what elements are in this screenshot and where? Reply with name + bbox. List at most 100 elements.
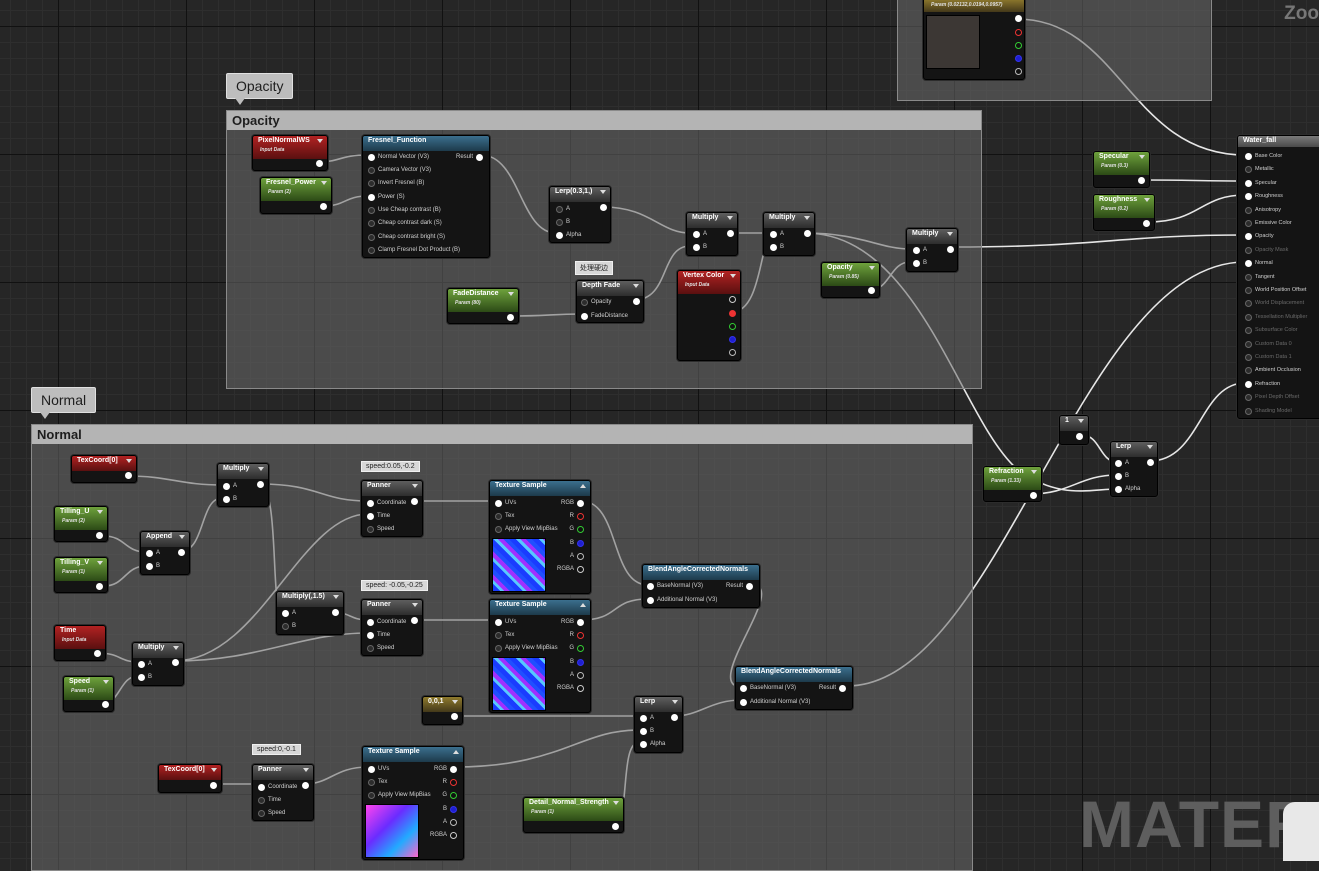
output-pin[interactable]	[96, 532, 103, 539]
blend-normals-node-2[interactable]: BlendAngleCorrectedNormals BaseNormal (V…	[735, 666, 853, 710]
chevron-down-icon[interactable]	[173, 646, 179, 650]
material-input-pin[interactable]: Subsurface Color	[1245, 327, 1298, 335]
chevron-down-icon[interactable]	[211, 768, 217, 772]
output-pin[interactable]	[947, 246, 954, 253]
fresnel-input-invert[interactable]: Invert Fresnel (B)	[367, 180, 425, 187]
fresnel-input-bright[interactable]: Cheap contrast bright (S)	[367, 234, 446, 241]
material-input-pin[interactable]: Base Color	[1244, 153, 1283, 160]
chevron-down-icon[interactable]	[303, 768, 309, 772]
panner-node-3[interactable]: Panner Coordinate Time Speed	[252, 764, 314, 821]
input-a[interactable]: A	[145, 550, 161, 557]
input-opacity[interactable]: Opacity	[580, 299, 612, 306]
depth-fade-tag[interactable]: 处理硬边	[575, 261, 613, 275]
input-speed[interactable]: Speed	[366, 645, 395, 652]
input-coordinate[interactable]: Coordinate	[257, 784, 298, 791]
output-pin-b[interactable]	[1015, 55, 1022, 62]
material-input-pin[interactable]: Refraction	[1244, 380, 1281, 388]
material-input-pin[interactable]: Opacity	[1245, 233, 1274, 241]
output-pin[interactable]	[868, 287, 875, 294]
input-a[interactable]: A	[222, 483, 238, 490]
output-r[interactable]: R	[442, 779, 459, 786]
output-pin[interactable]	[411, 617, 418, 624]
output-pin[interactable]	[332, 609, 339, 616]
output-pin[interactable]	[729, 296, 736, 303]
lerp-refraction-node[interactable]: Lerp A B Alpha	[1110, 441, 1158, 497]
output-g[interactable]: G	[569, 526, 584, 533]
input-fade-distance[interactable]: FadeDistance	[580, 313, 629, 320]
texcoord-node-1[interactable]: TexCoord[0]	[71, 455, 137, 483]
panner-node-2[interactable]: Panner Coordinate Time Speed	[361, 599, 423, 656]
chevron-down-icon[interactable]	[126, 459, 132, 463]
output-pin[interactable]	[804, 230, 811, 237]
output-pin[interactable]	[210, 782, 217, 789]
input-speed[interactable]: Speed	[366, 526, 395, 533]
input-tex[interactable]: Tex	[494, 513, 515, 520]
output-a[interactable]: A	[442, 819, 458, 826]
output-b[interactable]: B	[569, 659, 585, 666]
output-result[interactable]: Result	[818, 685, 847, 692]
input-a[interactable]: A	[555, 206, 571, 213]
normal-comment-bubble[interactable]: Normal	[31, 387, 97, 419]
material-input-pin[interactable]: Emissive Color	[1245, 220, 1292, 227]
multiply-opacity-node-3[interactable]: Multiply A B	[906, 228, 958, 272]
output-pin[interactable]	[316, 160, 323, 167]
fresnel-input-dark[interactable]: Cheap contrast dark (S)	[368, 220, 442, 227]
chevron-down-icon[interactable]	[947, 232, 953, 236]
output-pin[interactable]	[1138, 177, 1145, 184]
output-pin-r[interactable]	[729, 310, 736, 317]
chevron-down-icon[interactable]	[412, 484, 418, 488]
opacity-comment-bubble[interactable]: Opacity	[226, 73, 294, 105]
output-pin[interactable]	[257, 481, 264, 488]
material-input-pin[interactable]: Custom Data 0	[1245, 340, 1292, 348]
output-pin[interactable]	[94, 650, 101, 657]
speed-tag-2[interactable]: speed: -0.05,-0.25	[361, 580, 428, 591]
fresnel-function-node[interactable]: Fresnel_Function Normal Vector (V3) Came…	[362, 135, 490, 258]
output-pin[interactable]	[320, 203, 327, 210]
chevron-down-icon[interactable]	[97, 510, 103, 514]
speed-tag-3[interactable]: speed:0,-0.1	[252, 744, 301, 755]
chevron-down-icon[interactable]	[97, 561, 103, 565]
output-pin[interactable]	[96, 583, 103, 590]
output-rgba[interactable]: RGBA	[556, 566, 585, 573]
input-mip[interactable]: Apply View MipBias	[495, 526, 558, 533]
output-rgba[interactable]: RGBA	[429, 832, 458, 839]
lerp-normal-node[interactable]: Lerp A B Alpha	[634, 696, 683, 753]
preview-sphere-icon[interactable]	[1283, 802, 1319, 861]
input-coordinate[interactable]: Coordinate	[366, 500, 407, 507]
input-tex[interactable]: Tex	[494, 632, 515, 639]
texcoord-node-2[interactable]: TexCoord[0]	[158, 764, 222, 793]
output-rgb[interactable]: RGB	[433, 766, 458, 773]
input-uvs[interactable]: UVs	[494, 500, 517, 507]
material-input-pin[interactable]: Shading Model	[1245, 407, 1292, 415]
output-pin[interactable]	[172, 659, 179, 666]
output-pin-a[interactable]	[1015, 68, 1022, 75]
output-pin[interactable]	[600, 204, 607, 211]
output-pin-g[interactable]	[729, 323, 736, 330]
fresnel-input-normal[interactable]: Normal Vector (V3)	[367, 154, 430, 161]
output-rgba[interactable]: RGBA	[556, 685, 585, 692]
input-b[interactable]: B	[281, 623, 297, 630]
material-input-pin[interactable]: Opacity Mask	[1244, 246, 1289, 254]
texture-sample-node-1[interactable]: Texture Sample UVs Tex Apply View MipBia…	[489, 480, 591, 594]
input-uvs[interactable]: UVs	[367, 766, 390, 773]
chevron-down-icon[interactable]	[727, 216, 733, 220]
input-additional-normal[interactable]: Additional Normal (V3)	[739, 699, 811, 706]
input-uvs[interactable]: UVs	[494, 619, 517, 626]
output-pin[interactable]	[451, 713, 458, 720]
output-pin[interactable]	[302, 782, 309, 789]
input-speed[interactable]: Speed	[257, 810, 286, 817]
output-b[interactable]: B	[442, 806, 458, 813]
output-g[interactable]: G	[569, 645, 584, 652]
output-pin[interactable]	[671, 714, 678, 721]
input-b[interactable]: B	[137, 674, 153, 681]
output-pin[interactable]	[1147, 459, 1154, 466]
fresnel-input-cheap[interactable]: Use Cheap contrast (B)	[368, 207, 441, 214]
top-vector-param-node[interactable]: Param (0.02132,0.0194,0.0957)	[923, 0, 1025, 80]
